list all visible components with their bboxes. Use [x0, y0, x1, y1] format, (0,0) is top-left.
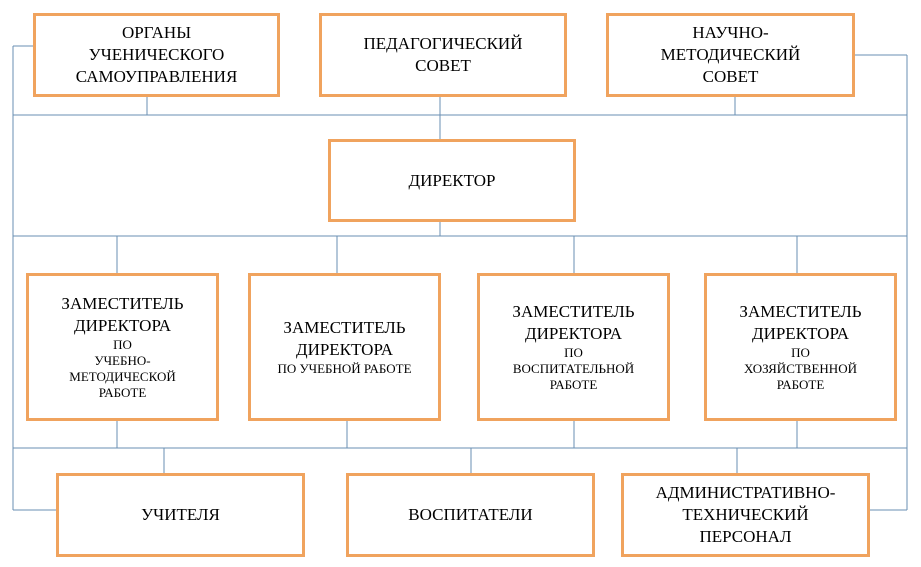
director-box: ДИРЕКТОР: [328, 139, 576, 222]
box-title: ЗАМЕСТИТЕЛЬ ДИРЕКТОРА: [512, 302, 635, 343]
teachers-box: УЧИТЕЛЯ: [56, 473, 305, 557]
box-title: ЗАМЕСТИТЕЛЬ ДИРЕКТОРА: [739, 302, 862, 343]
box-subtitle: ПО УЧЕБНОЙ РАБОТЕ: [277, 361, 412, 376]
box-title: УЧИТЕЛЯ: [141, 505, 220, 524]
box-title: ПЕДАГОГИЧЕСКИЙ СОВЕТ: [363, 34, 523, 75]
box-title: ЗАМЕСТИТЕЛЬ ДИРЕКТОРА: [61, 294, 184, 335]
scientific-methodical-council-box: НАУЧНО- МЕТОДИЧЕСКИЙ СОВЕТ: [606, 13, 855, 97]
box-title: ОРГАНЫ УЧЕНИЧЕСКОГО САМОУПРАВЛЕНИЯ: [75, 23, 238, 86]
box-title: ЗАМЕСТИТЕЛЬ ДИРЕКТОРА: [283, 318, 406, 359]
deputy-educational-box: ЗАМЕСТИТЕЛЬ ДИРЕКТОРА ПО УЧЕБНОЙ РАБОТЕ: [248, 273, 441, 421]
box-subtitle: ПО УЧЕБНО- МЕТОДИЧЕСКОЙ РАБОТЕ: [69, 337, 176, 400]
administrative-staff-box: АДМИНИСТРАТИВНО- ТЕХНИЧЕСКИЙ ПЕРСОНАЛ: [621, 473, 870, 557]
pedagogical-council-box: ПЕДАГОГИЧЕСКИЙ СОВЕТ: [319, 13, 567, 97]
box-title: ДИРЕКТОР: [408, 170, 496, 190]
deputy-methodical-box: ЗАМЕСТИТЕЛЬ ДИРЕКТОРА ПО УЧЕБНО- МЕТОДИЧ…: [26, 273, 219, 421]
student-self-government-box: ОРГАНЫ УЧЕНИЧЕСКОГО САМОУПРАВЛЕНИЯ: [33, 13, 280, 97]
deputy-economic-box: ЗАМЕСТИТЕЛЬ ДИРЕКТОРА ПО ХОЗЯЙСТВЕННОЙ Р…: [704, 273, 897, 421]
box-title: АДМИНИСТРАТИВНО- ТЕХНИЧЕСКИЙ ПЕРСОНАЛ: [655, 483, 836, 546]
box-title: НАУЧНО- МЕТОДИЧЕСКИЙ СОВЕТ: [660, 23, 801, 86]
deputy-upbringing-box: ЗАМЕСТИТЕЛЬ ДИРЕКТОРА ПО ВОСПИТАТЕЛЬНОЙ …: [477, 273, 670, 421]
box-subtitle: ПО ХОЗЯЙСТВЕННОЙ РАБОТЕ: [744, 345, 857, 392]
educators-box: ВОСПИТАТЕЛИ: [346, 473, 595, 557]
box-subtitle: ПО ВОСПИТАТЕЛЬНОЙ РАБОТЕ: [512, 345, 635, 392]
box-title: ВОСПИТАТЕЛИ: [408, 505, 533, 524]
